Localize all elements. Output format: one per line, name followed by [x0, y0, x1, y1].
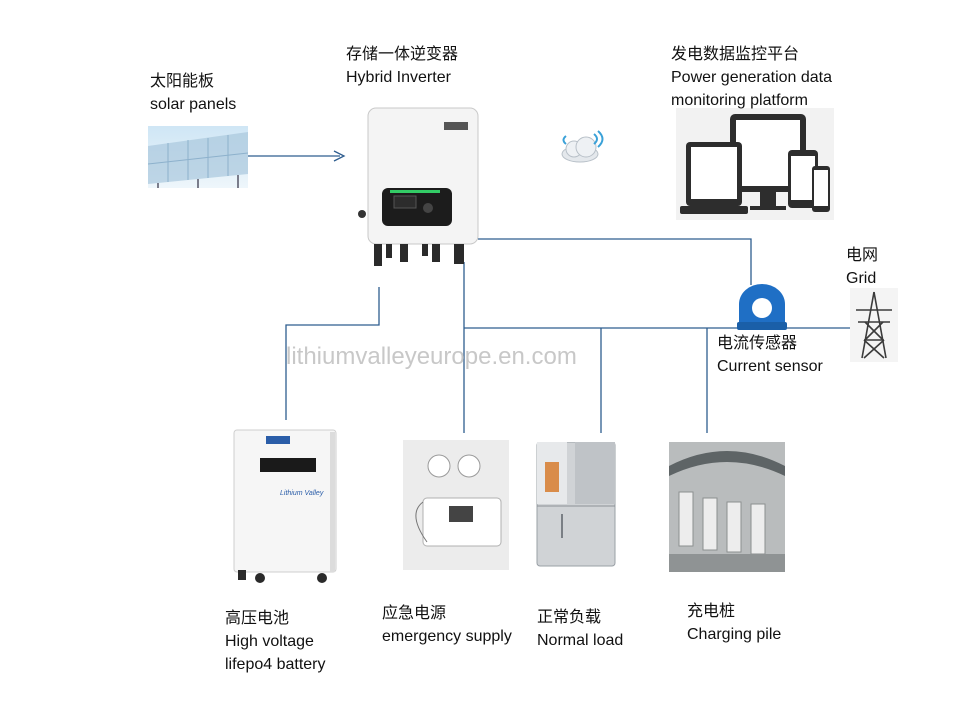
- arrow-head-icon: [333, 150, 346, 162]
- emergency-supply-image: [403, 440, 509, 570]
- monitoring-devices-image: [676, 108, 834, 220]
- current-sensor-image: [733, 284, 791, 332]
- current-sensor-icon: [737, 284, 787, 330]
- normal-load-image: [533, 441, 619, 568]
- hybrid-inverter-image: [356, 104, 486, 270]
- cloud-image: [556, 126, 606, 166]
- inverter-icon: [358, 107, 479, 266]
- emergency-light-icon: [403, 440, 509, 570]
- solar-panel-image: [147, 126, 249, 188]
- solar-panel-icon: [147, 126, 249, 188]
- grid-tower-image: [850, 288, 898, 362]
- battery-cabinet-icon: [233, 429, 337, 583]
- ev-charger-icon: [669, 442, 785, 572]
- inverter-to-sensor-line: [478, 238, 752, 285]
- refrigerator-icon: [536, 441, 616, 567]
- watermark: lithiumvalleyeurope.en.com: [286, 343, 577, 370]
- battery-brand-text: Lithium Valley: [280, 490, 324, 497]
- charging-pile-image: [669, 442, 785, 572]
- inverter-to-battery-line: [285, 287, 380, 420]
- devices-icon: [676, 108, 834, 220]
- cloud-wifi-icon: [561, 130, 604, 163]
- battery-image: Lithium Valley: [230, 428, 340, 586]
- transmission-tower-icon: [850, 288, 898, 362]
